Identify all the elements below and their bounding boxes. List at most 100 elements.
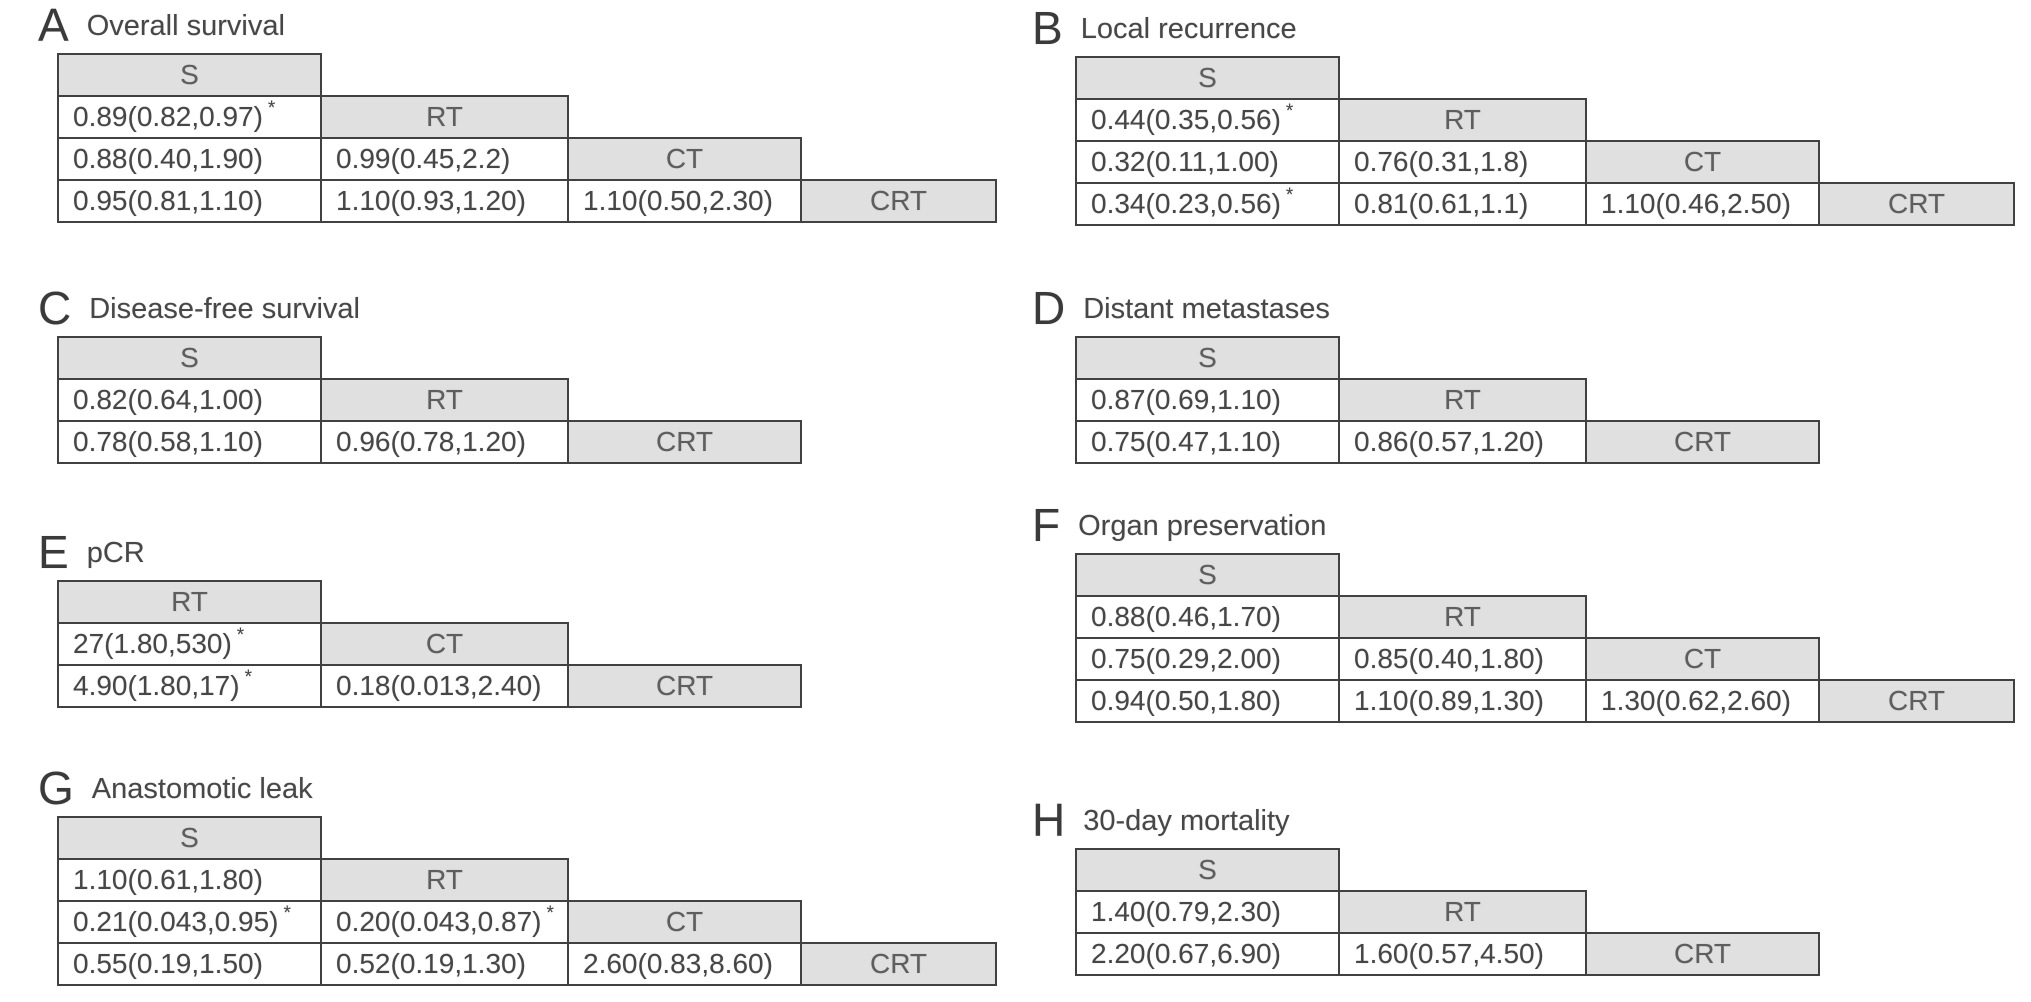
table-row: S xyxy=(1075,553,2015,597)
estimate-cell: 0.88(0.46,1.70) xyxy=(1075,595,1340,639)
estimate-cell: 0.99(0.45,2.2) xyxy=(320,137,569,181)
table-row: S xyxy=(57,336,802,380)
table-row: 0.32(0.11,1.00) 0.76(0.31,1.8) CT xyxy=(1075,140,2015,184)
estimate-cell: 0.18(0.013,2.40) xyxy=(320,664,569,708)
estimate-value: 0.18(0.013,2.40) xyxy=(336,670,542,701)
table-row: 4.90(1.80,17)* 0.18(0.013,2.40) CRT xyxy=(57,664,802,708)
table-row: 1.40(0.79,2.30) RT xyxy=(1075,890,1820,934)
estimate-cell: 27(1.80,530)* xyxy=(57,622,322,666)
panel-header: E pCR xyxy=(38,529,802,580)
treatment-cell: S xyxy=(1075,848,1340,892)
estimate-value: 0.75(0.29,2.00) xyxy=(1091,643,1281,674)
treatment-cell: S xyxy=(1075,56,1340,100)
panel-letter: F xyxy=(1032,499,1061,551)
treatment-cell: CT xyxy=(320,622,569,666)
estimate-cell: 0.76(0.31,1.8) xyxy=(1338,140,1587,184)
treatment-cell: RT xyxy=(320,378,569,422)
panel-header: F Organ preservation xyxy=(1032,499,2015,553)
estimate-value: 0.88(0.46,1.70) xyxy=(1091,601,1281,632)
estimate-value: 0.94(0.50,1.80) xyxy=(1091,685,1281,716)
significance-asterisk: * xyxy=(546,903,554,924)
estimate-cell: 0.34(0.23,0.56)* xyxy=(1075,182,1340,226)
estimate-cell: 0.89(0.82,0.97)* xyxy=(57,95,322,139)
panel-header: A Overall survival xyxy=(38,0,997,53)
estimate-value: 1.10(0.61,1.80) xyxy=(73,864,263,895)
table-row: 0.44(0.35,0.56)* RT xyxy=(1075,98,2015,142)
table-row: 0.55(0.19,1.50) 0.52(0.19,1.30) 2.60(0.8… xyxy=(57,942,997,986)
estimate-value: 0.82(0.64,1.00) xyxy=(73,384,263,415)
estimate-cell: 1.40(0.79,2.30) xyxy=(1075,890,1340,934)
estimate-cell: 1.10(0.46,2.50) xyxy=(1585,182,1820,226)
panel-header: C Disease-free survival xyxy=(38,285,802,336)
table-row: 0.82(0.64,1.00) RT xyxy=(57,378,802,422)
panel-title: Overall survival xyxy=(86,10,285,42)
estimate-cell: 2.20(0.67,6.90) xyxy=(1075,932,1340,976)
estimate-value: 0.32(0.11,1.00) xyxy=(1091,146,1279,177)
estimate-value: 0.78(0.58,1.10) xyxy=(73,426,263,457)
estimate-cell: 0.95(0.81,1.10) xyxy=(57,179,322,223)
panel-letter: D xyxy=(1032,282,1066,334)
league-table: S 0.89(0.82,0.97)* RT 0.88(0.40,1.90) 0.… xyxy=(57,53,997,223)
estimate-value: 1.10(0.93,1.20) xyxy=(336,185,526,216)
estimate-cell: 0.78(0.58,1.10) xyxy=(57,420,322,464)
table-row: S xyxy=(1075,56,2015,100)
treatment-cell: CRT xyxy=(1585,420,1820,464)
estimate-cell: 2.60(0.83,8.60) xyxy=(567,942,802,986)
estimate-value: 1.40(0.79,2.30) xyxy=(1091,896,1281,927)
treatment-cell: RT xyxy=(1338,98,1587,142)
panel-distant-metastases: D Distant metastases S 0.87(0.69,1.10) R… xyxy=(1032,282,1820,464)
table-row: 0.95(0.81,1.10) 1.10(0.93,1.20) 1.10(0.5… xyxy=(57,179,997,223)
league-table: S 0.82(0.64,1.00) RT 0.78(0.58,1.10) 0.9… xyxy=(57,336,802,464)
treatment-cell: CRT xyxy=(1818,182,2015,226)
estimate-value: 0.87(0.69,1.10) xyxy=(1091,384,1281,415)
estimate-value: 0.85(0.40,1.80) xyxy=(1354,643,1544,674)
panel-30-day-mortality: H 30-day mortality S 1.40(0.79,2.30) RT … xyxy=(1032,794,1820,976)
table-row: S xyxy=(57,816,997,860)
estimate-cell: 1.60(0.57,4.50) xyxy=(1338,932,1587,976)
estimate-cell: 1.10(0.50,2.30) xyxy=(567,179,802,223)
estimate-cell: 0.75(0.29,2.00) xyxy=(1075,637,1340,681)
table-row: 0.75(0.47,1.10) 0.86(0.57,1.20) CRT xyxy=(1075,420,1820,464)
estimate-value: 0.99(0.45,2.2) xyxy=(336,143,511,174)
league-table: S 1.10(0.61,1.80) RT 0.21(0.043,0.95)* 0… xyxy=(57,816,997,986)
panel-local-recurrence: B Local recurrence S 0.44(0.35,0.56)* RT… xyxy=(1032,2,2015,226)
table-row: 0.94(0.50,1.80) 1.10(0.89,1.30) 1.30(0.6… xyxy=(1075,679,2015,723)
treatment-cell: RT xyxy=(1338,378,1587,422)
significance-asterisk: * xyxy=(267,98,276,119)
estimate-cell: 0.32(0.11,1.00) xyxy=(1075,140,1340,184)
table-row: 0.89(0.82,0.97)* RT xyxy=(57,95,997,139)
table-row: 0.75(0.29,2.00) 0.85(0.40,1.80) CT xyxy=(1075,637,2015,681)
estimate-value: 4.90(1.80,17) xyxy=(73,670,240,701)
estimate-value: 1.30(0.62,2.60) xyxy=(1601,685,1791,716)
table-row: 27(1.80,530)* CT xyxy=(57,622,802,666)
table-row: S xyxy=(1075,336,1820,380)
significance-asterisk: * xyxy=(236,625,245,646)
panel-letter: G xyxy=(38,762,74,814)
estimate-cell: 0.44(0.35,0.56)* xyxy=(1075,98,1340,142)
table-row: 0.34(0.23,0.56)* 0.81(0.61,1.1) 1.10(0.4… xyxy=(1075,182,2015,226)
estimate-cell: 0.82(0.64,1.00) xyxy=(57,378,322,422)
treatment-cell: CT xyxy=(567,137,802,181)
estimate-value: 0.76(0.31,1.8) xyxy=(1354,146,1529,177)
estimate-cell: 0.20(0.043,0.87)* xyxy=(320,900,569,944)
table-row: 0.88(0.46,1.70) RT xyxy=(1075,595,2015,639)
estimate-cell: 4.90(1.80,17)* xyxy=(57,664,322,708)
estimate-value: 0.52(0.19,1.30) xyxy=(336,948,526,979)
significance-asterisk: * xyxy=(1285,185,1294,206)
panel-letter: B xyxy=(1032,2,1063,54)
panel-title: Disease-free survival xyxy=(89,293,360,325)
panel-anastomotic-leak: G Anastomotic leak S 1.10(0.61,1.80) RT … xyxy=(38,762,997,986)
league-table: S 0.87(0.69,1.10) RT 0.75(0.47,1.10) 0.8… xyxy=(1075,336,1820,464)
league-table: S 1.40(0.79,2.30) RT 2.20(0.67,6.90) 1.6… xyxy=(1075,848,1820,976)
estimate-value: 1.10(0.50,2.30) xyxy=(583,185,773,216)
panel-letter: H xyxy=(1032,794,1066,846)
estimate-value: 0.34(0.23,0.56) xyxy=(1091,188,1281,219)
treatment-cell: CRT xyxy=(1585,932,1820,976)
estimate-value: 0.44(0.35,0.56) xyxy=(1091,104,1281,135)
significance-asterisk: * xyxy=(244,667,252,688)
estimate-value: 0.96(0.78,1.20) xyxy=(336,426,526,457)
estimate-cell: 0.75(0.47,1.10) xyxy=(1075,420,1340,464)
panel-disease-free-survival: C Disease-free survival S 0.82(0.64,1.00… xyxy=(38,285,802,464)
panel-letter: A xyxy=(38,0,69,51)
panel-title: Organ preservation xyxy=(1078,510,1327,542)
